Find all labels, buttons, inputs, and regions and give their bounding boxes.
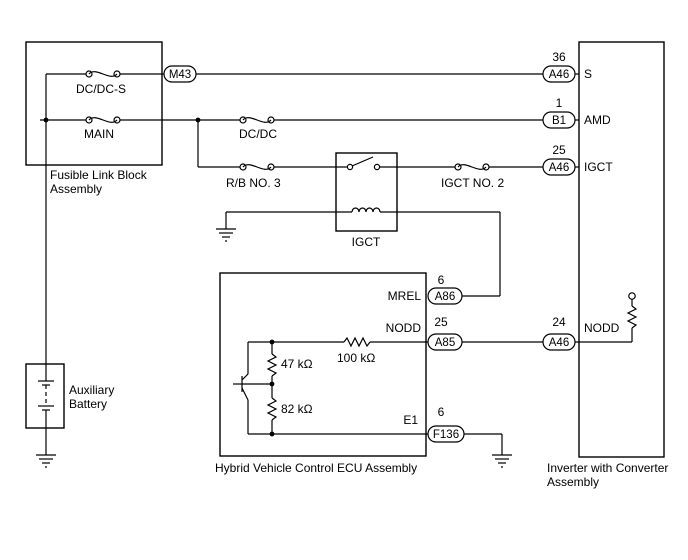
svg-text:F136: F136 <box>433 429 459 441</box>
terminal-mrel: MREL <box>388 289 422 303</box>
terminal-amd: AMD <box>584 113 611 127</box>
m43-connector: M43 <box>163 65 197 83</box>
inverter-label-2: Assembly <box>547 475 599 489</box>
igct-relay-switch <box>346 156 381 171</box>
b1-connector: B1 <box>542 111 576 129</box>
svg-text:A85: A85 <box>435 337 455 349</box>
a85-connector: A85 <box>427 333 463 351</box>
resistor-82k-label: 82 kΩ <box>281 402 313 416</box>
igct-relay-coil <box>351 207 381 213</box>
auxiliary-battery-box <box>25 363 65 429</box>
terminal-s: S <box>584 67 592 81</box>
terminal-e1: E1 <box>403 413 418 427</box>
inverter-label: Inverter with Converter <box>547 461 668 475</box>
pin-25-igct: 25 <box>552 143 566 157</box>
fusible-link-block-label-2: Assembly <box>50 182 102 196</box>
ground-symbol <box>216 228 236 242</box>
pin-6-e1: 6 <box>438 405 445 419</box>
dcdc-fuse-label: DC/DC <box>239 127 277 141</box>
f136-connector: F136 <box>427 425 465 443</box>
auxiliary-battery-symbol <box>38 364 54 428</box>
ground-symbol <box>36 454 56 468</box>
igct-relay-box <box>335 152 398 232</box>
resistor-47k-label: 47 kΩ <box>281 357 313 371</box>
a46-nodd-connector: A46 <box>542 333 576 351</box>
pin-24: 24 <box>552 315 566 329</box>
svg-text:A86: A86 <box>435 291 455 303</box>
igct-no2-fuse <box>454 163 490 171</box>
ecu-internal-circuit <box>233 336 428 437</box>
dcdc-fuse <box>239 116 275 124</box>
fusible-link-block-box <box>25 41 163 166</box>
svg-text:A46: A46 <box>549 69 569 81</box>
dcdc-s-fuse <box>46 70 162 78</box>
svg-text:B1: B1 <box>552 115 566 127</box>
rb-no3-fuse-label: R/B NO. 3 <box>226 176 281 190</box>
dcdc-s-fuse-label: DC/DC-S <box>76 82 126 96</box>
pin-25-nodd: 25 <box>434 315 448 329</box>
a46-igct-connector: A46 <box>542 158 576 176</box>
main-fuse-label: MAIN <box>84 127 114 141</box>
terminal-nodd-ecu: NODD <box>386 321 422 335</box>
a46-s-connector: A46 <box>542 65 576 83</box>
fusible-link-block-label: Fusible Link Block <box>50 168 148 182</box>
inverter-pullup-resistor <box>626 292 638 342</box>
auxiliary-battery-label: Auxiliary <box>69 383 114 397</box>
ground-symbol <box>492 454 512 468</box>
inverter-box <box>578 41 665 458</box>
a86-connector: A86 <box>427 287 463 305</box>
ecu-box <box>219 272 427 457</box>
auxiliary-battery-label-2: Battery <box>69 397 107 411</box>
svg-text:A46: A46 <box>549 162 569 174</box>
pin-6-mrel: 6 <box>438 273 445 287</box>
terminal-nodd-inverter: NODD <box>584 321 620 335</box>
rb-no3-fuse <box>239 163 275 171</box>
svg-text:A46: A46 <box>549 337 569 349</box>
resistor-100k-label: 100 kΩ <box>337 351 375 365</box>
svg-text:M43: M43 <box>169 69 191 81</box>
igct-relay-label: IGCT <box>352 235 381 249</box>
ecu-label: Hybrid Vehicle Control ECU Assembly <box>215 461 417 475</box>
terminal-igct: IGCT <box>584 160 613 174</box>
igct-no2-fuse-label: IGCT NO. 2 <box>441 176 504 190</box>
pin-1: 1 <box>556 96 563 110</box>
pin-36: 36 <box>552 50 566 64</box>
